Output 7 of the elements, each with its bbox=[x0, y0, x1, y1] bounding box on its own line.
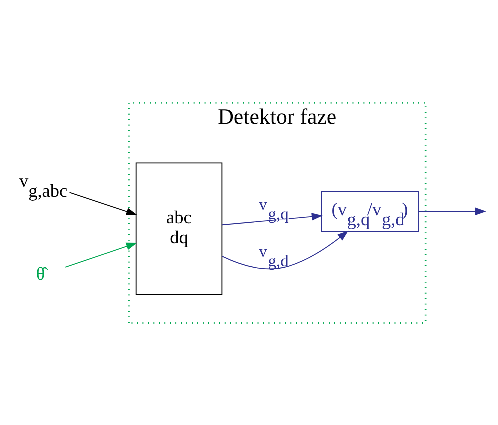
arrow bbox=[69, 192, 138, 215]
node-text: θ̂ bbox=[36, 264, 46, 284]
arrow bbox=[418, 207, 486, 215]
arrow bbox=[65, 242, 138, 268]
arrow bbox=[222, 230, 349, 270]
arrow bbox=[222, 212, 323, 226]
node-box: abc dq bbox=[136, 162, 223, 295]
